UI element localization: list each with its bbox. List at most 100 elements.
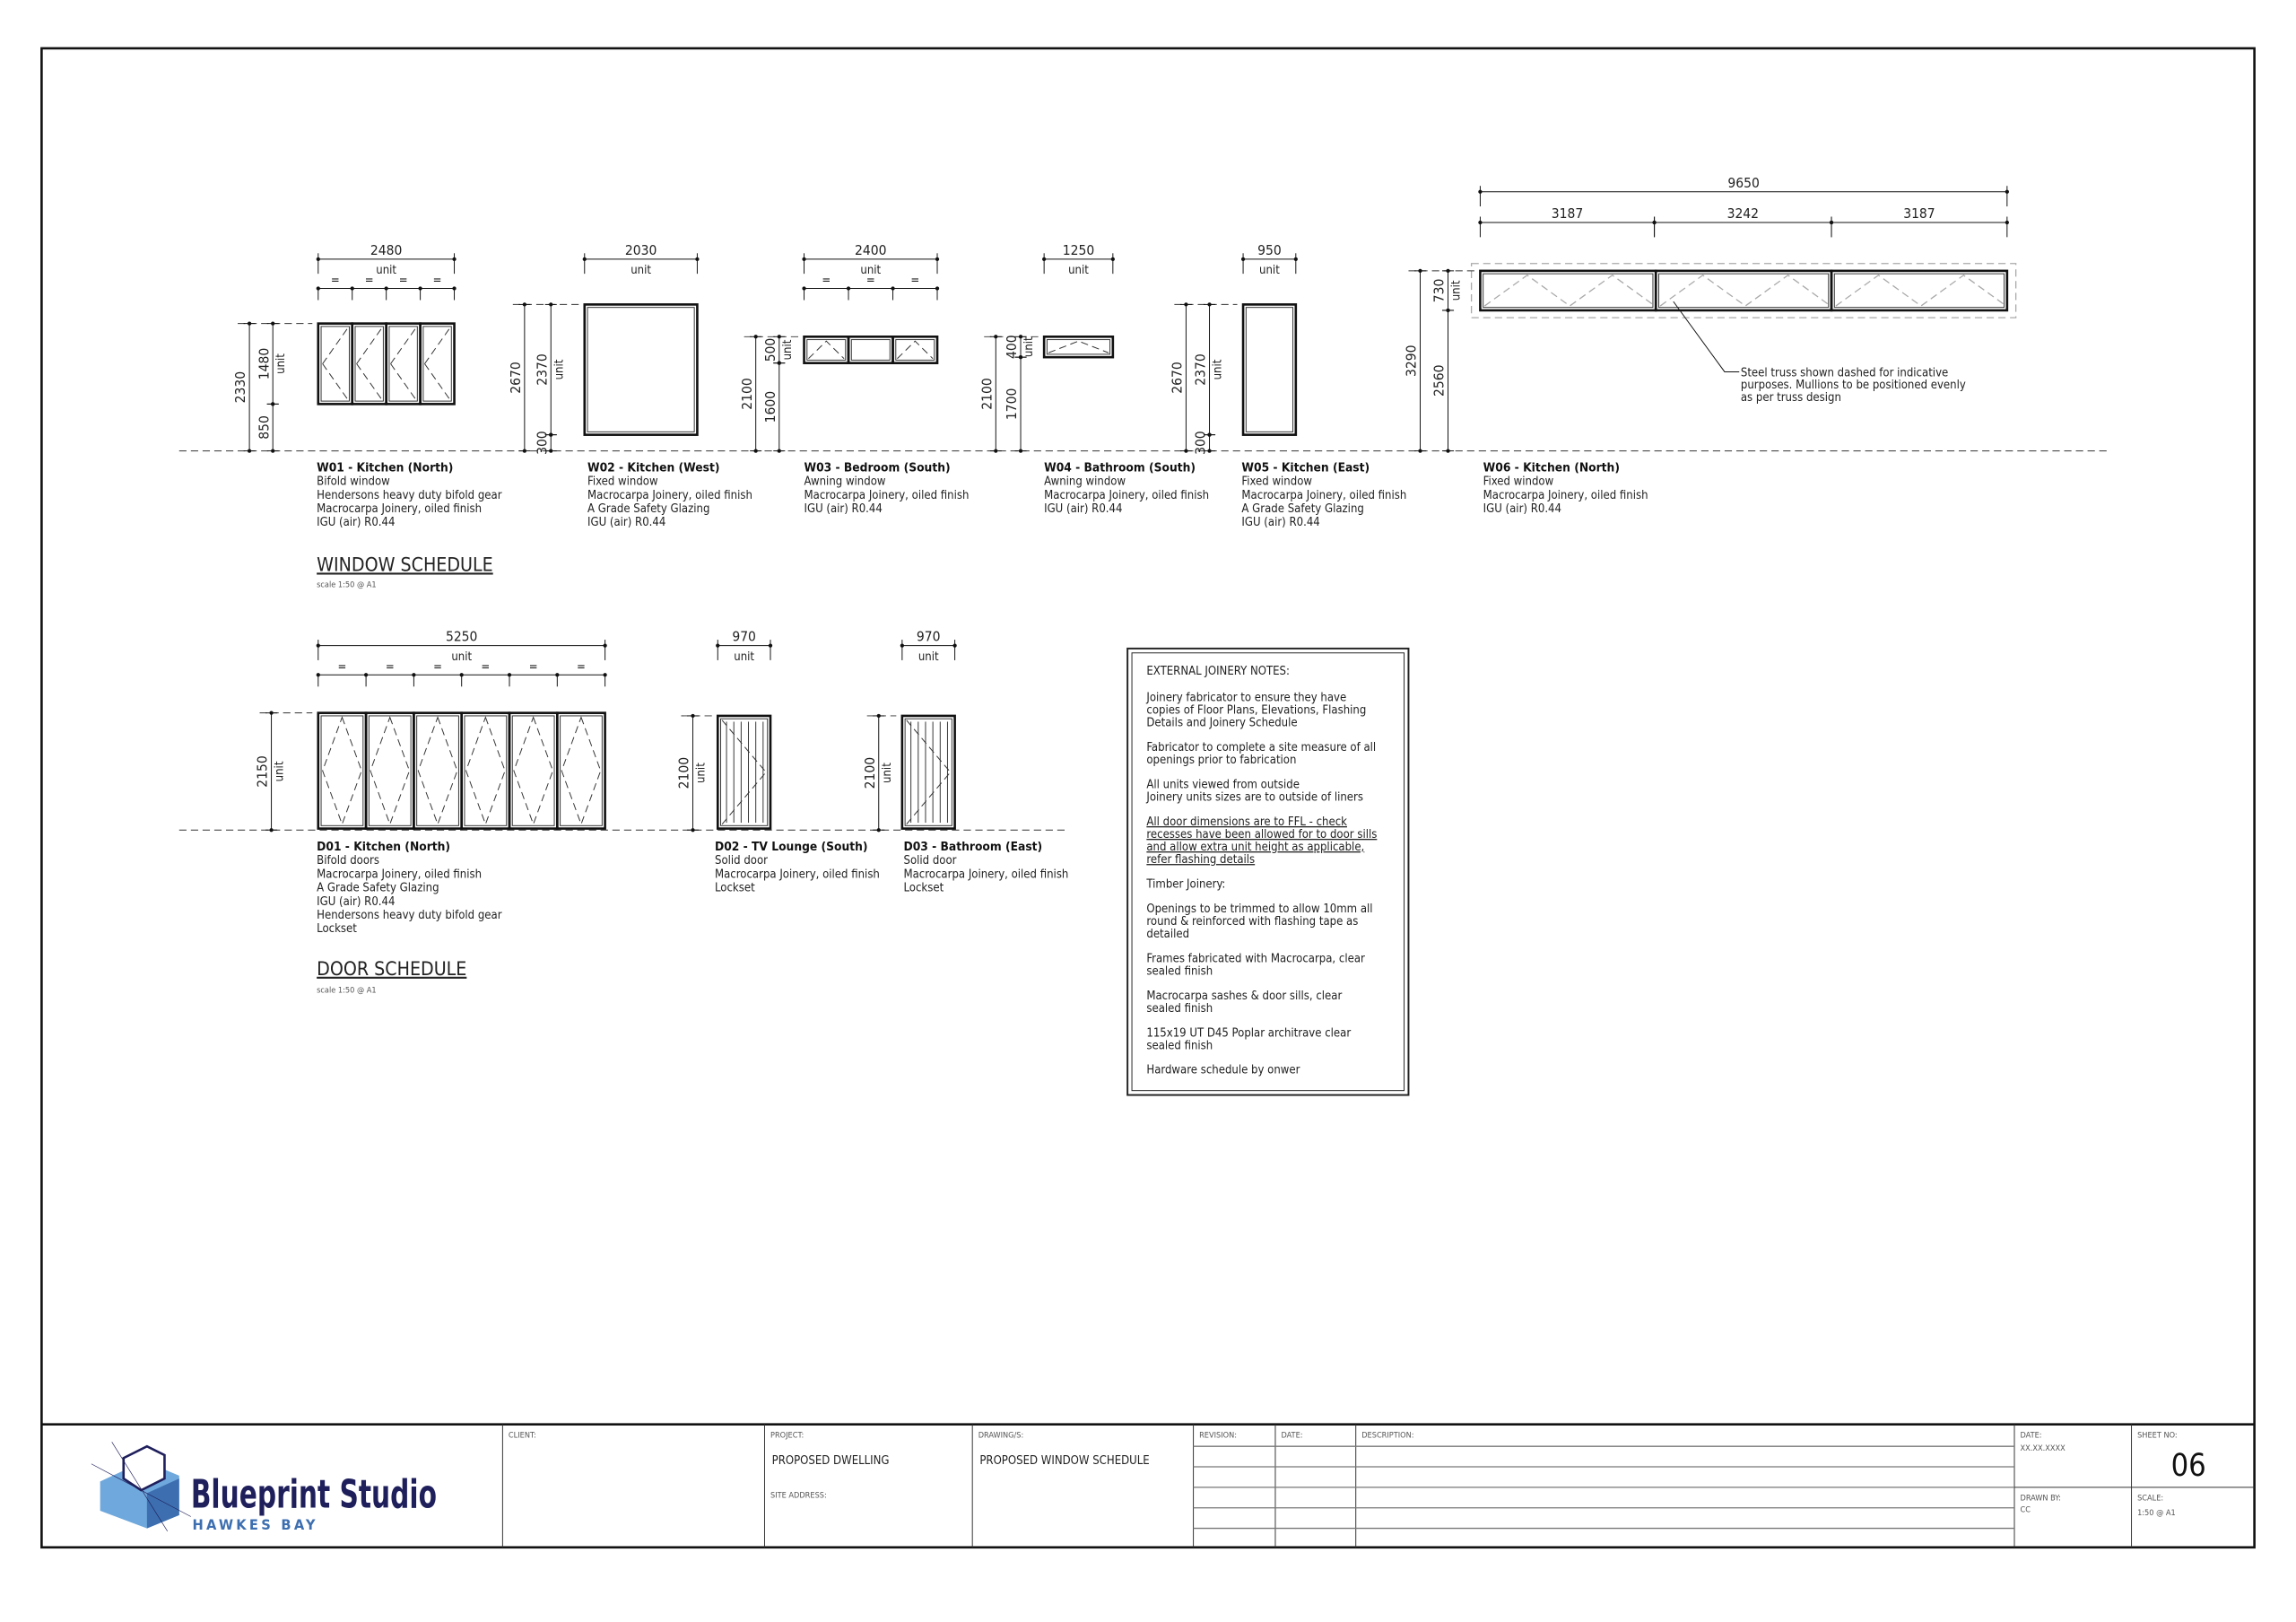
sheet-no-value: 06: [2171, 1448, 2206, 1484]
dimension-value: 5250: [446, 629, 477, 645]
unit-spec-line: IGU (air) R0.44: [804, 502, 883, 516]
dimension-tick: [452, 257, 457, 261]
equal-mark: =: [481, 660, 490, 674]
dimension-value: 500: [762, 338, 778, 362]
glazing: [720, 718, 769, 826]
unit-label: unit: [451, 650, 472, 664]
notes-line: and allow extra unit height as applicabl…: [1146, 841, 1364, 854]
equal-mark: =: [365, 275, 374, 288]
opening-indicator: [808, 340, 845, 360]
sash-frame: [583, 303, 699, 436]
notes-line: Macrocarpa sashes & door sills, clear: [1146, 990, 1342, 1003]
dimension-value: 850: [256, 415, 272, 440]
glazing: [422, 326, 452, 402]
opening-indicator: [322, 716, 362, 826]
scale-label: SCALE:: [2137, 1495, 2163, 1504]
dimension-value: 2670: [1170, 362, 1186, 393]
glazing: [388, 326, 418, 402]
client-label: CLIENT:: [509, 1431, 536, 1440]
dimension-value: 2670: [508, 362, 524, 393]
unit-spec-line: A Grade Safety Glazing: [1241, 502, 1363, 516]
unit-label: unit: [881, 763, 894, 783]
opening-indicator: [390, 363, 417, 400]
unit-title: W03 - Bedroom (South): [804, 460, 951, 475]
dimension-value: 2030: [625, 242, 657, 258]
sash-frame: [351, 322, 387, 406]
dimension-tick: [1240, 257, 1246, 261]
glazing: [850, 339, 891, 361]
dimension-tick: [316, 643, 320, 648]
equal-mark: =: [338, 660, 347, 674]
opening-indicator: [417, 716, 458, 826]
dimension-value: 2370: [534, 353, 550, 385]
sash-frame: [317, 322, 354, 406]
notes-line: round & reinforced with flashing tape as: [1146, 915, 1358, 929]
unit-spec-line: Lockset: [317, 922, 357, 936]
glazing: [895, 339, 935, 361]
logo-cube-icon: [91, 1442, 191, 1532]
glazing: [416, 715, 459, 826]
revision-date-label: DATE:: [1281, 1431, 1302, 1440]
dimension-tick: [1478, 189, 1483, 194]
unit-spec-line: Fixed window: [1483, 475, 1554, 489]
opening-indicator: [897, 340, 934, 360]
dimension-tick: [952, 643, 957, 648]
glazing: [806, 339, 847, 361]
drawn-by-label: DRAWN BY:: [2021, 1495, 2061, 1504]
glazing: [368, 715, 412, 826]
unit-label: unit: [1450, 280, 1464, 301]
window-schedule-scale: scale 1:50 @ A1: [317, 580, 376, 589]
unit-spec-line: Macrocarpa Joinery, oiled finish: [804, 489, 970, 502]
glazing: [1046, 339, 1111, 355]
glazing: [1483, 273, 1654, 309]
unit-label: unit: [274, 761, 287, 781]
notes-line: sealed finish: [1146, 964, 1213, 978]
equal-mark: =: [866, 275, 875, 288]
notes-line: All units viewed from outside: [1146, 779, 1300, 792]
dimension-value: 300: [534, 431, 550, 455]
dimension-value: 950: [1257, 242, 1282, 258]
project-value: PROPOSED DWELLING: [772, 1454, 890, 1468]
description-label: DESCRIPTION:: [1361, 1431, 1413, 1440]
equal-mark: =: [910, 275, 919, 288]
unit-title: D01 - Kitchen (North): [317, 840, 450, 854]
opening-indicator: [906, 719, 952, 825]
drawn-by-value: CC: [2021, 1506, 2031, 1515]
equal-mark: =: [529, 660, 538, 674]
unit-label: unit: [274, 353, 288, 374]
unit-label: unit: [734, 650, 754, 664]
sash-frame: [317, 711, 368, 830]
dimension-value: 2100: [862, 757, 878, 789]
logo: Blueprint Studio HAWKES BAY: [91, 1442, 437, 1533]
dimension-value: 400: [1004, 335, 1020, 359]
sash-frame: [900, 714, 956, 830]
dimension-tick: [1042, 257, 1047, 261]
notes-line: refer flashing details: [1146, 853, 1255, 867]
unit-title: D02 - TV Lounge (South): [715, 840, 868, 854]
opening-indicator: [322, 363, 349, 400]
notes-line: Joinery fabricator to ensure they have: [1145, 692, 1346, 705]
opening-indicator: [513, 716, 553, 826]
date-value: XX.XX.XXXX: [2021, 1444, 2066, 1453]
dimension-value: 2370: [1193, 353, 1209, 385]
glazing: [320, 326, 350, 402]
dimension-value: 2330: [232, 371, 248, 403]
opening-indicator: [370, 716, 411, 826]
unit-label: unit: [781, 339, 795, 360]
sash-frame: [460, 711, 511, 830]
unit-spec-line: IGU (air) R0.44: [1044, 502, 1122, 516]
project-label: PROJECT:: [770, 1431, 804, 1440]
notes-title: EXTERNAL JOINERY NOTES:: [1146, 665, 1290, 678]
sash-frame: [1830, 269, 2009, 312]
sheet-border: [40, 47, 2256, 1549]
truss-callout-text: Steel truss shown dashed for indicative: [1741, 366, 1948, 379]
notes-line: Fabricator to complete a site measure of…: [1146, 741, 1376, 754]
door-schedule-heading: DOOR SCHEDULE: [317, 958, 466, 981]
unit-spec-line: Macrocarpa Joinery, oiled finish: [1483, 489, 1648, 502]
dimension-tick: [900, 643, 904, 648]
unit-spec-line: IGU (air) R0.44: [1483, 502, 1561, 516]
unit-spec-line: Macrocarpa Joinery, oiled finish: [1044, 489, 1209, 502]
dimension-value: 1250: [1063, 242, 1094, 258]
